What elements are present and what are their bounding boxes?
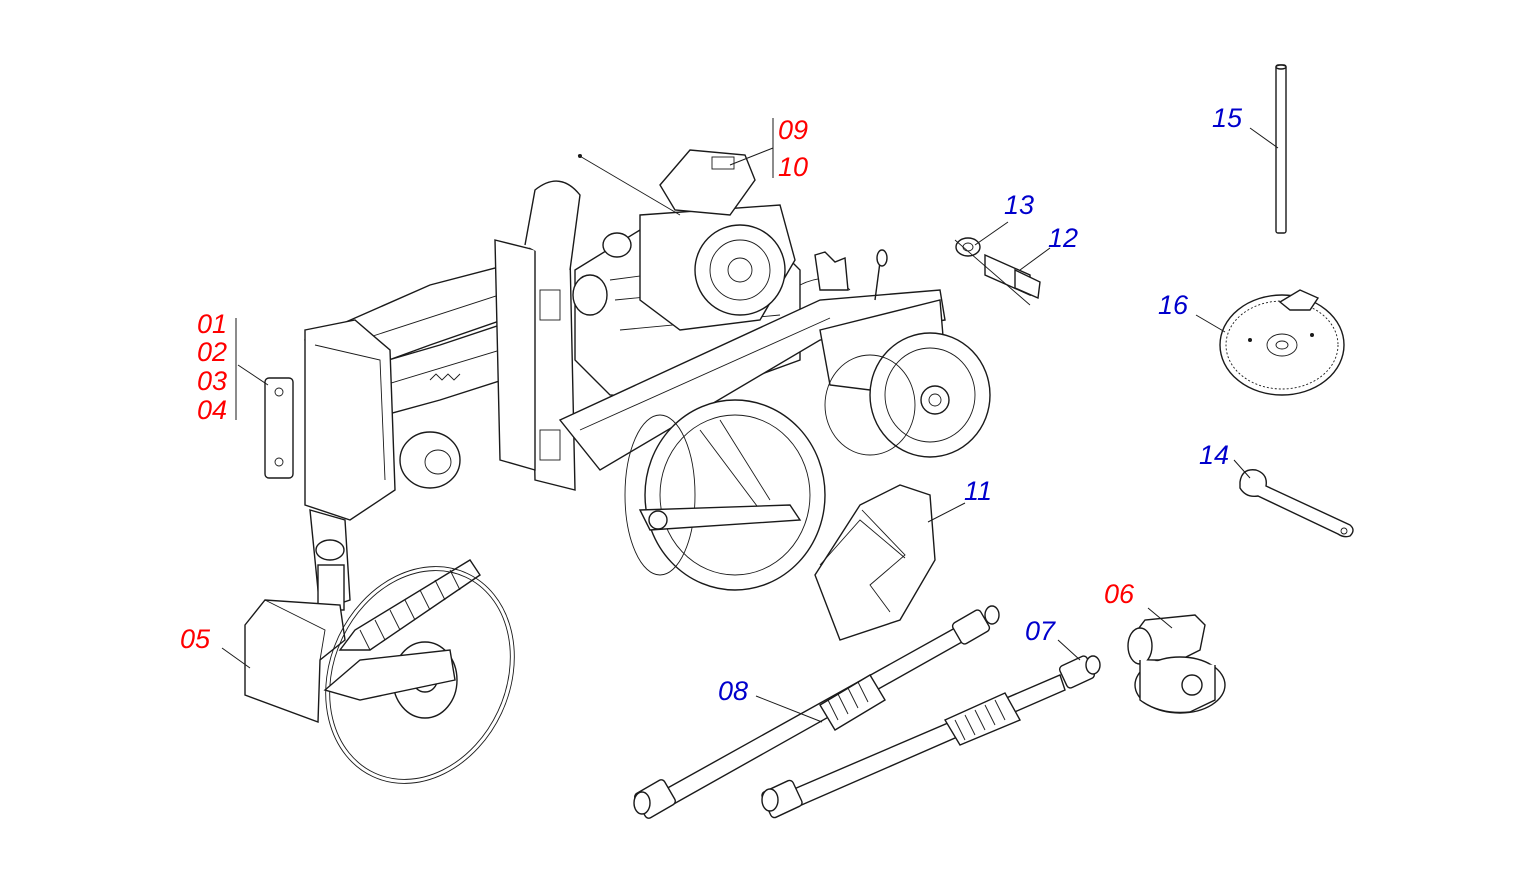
label-03: 03 [197,366,227,396]
label-16: 16 [1158,290,1189,320]
drive-shaft-left [633,605,1000,819]
bolt-and-nut [954,237,1041,306]
label-14: 14 [1199,440,1229,470]
wrench [1239,469,1354,538]
label-07: 07 [1025,616,1056,646]
label-12: 12 [1048,223,1078,253]
label-05: 05 [180,624,211,654]
label-08: 08 [718,676,748,706]
leader-lines [221,118,1279,723]
label-10: 10 [778,152,808,182]
sprocket [1219,289,1345,396]
gearbox [1127,614,1226,714]
shaft [1275,64,1287,234]
coulter-assembly [244,559,515,784]
part-labels: 01 02 03 04 05 06 07 08 09 10 11 12 13 1… [180,103,1243,706]
label-15: 15 [1212,103,1243,133]
label-11: 11 [964,476,992,506]
label-09: 09 [778,115,808,145]
label-02: 02 [197,337,227,367]
label-04: 04 [197,395,227,425]
label-13: 13 [1004,190,1034,220]
label-06: 06 [1104,579,1135,609]
drive-shaft-right [761,655,1101,819]
label-01: 01 [197,309,227,339]
scraper-plate [814,484,936,641]
row-unit-assembly [264,149,991,611]
